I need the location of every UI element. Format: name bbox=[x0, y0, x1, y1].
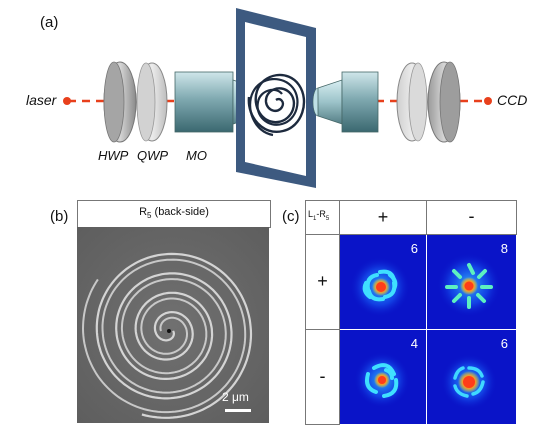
mode-count: 6 bbox=[500, 336, 508, 351]
sem-title-box: R5 (back-side) bbox=[77, 200, 271, 228]
sem-title: R5 (back-side) bbox=[78, 206, 270, 220]
qwp-plate bbox=[136, 62, 168, 142]
row-header-minus-text: - bbox=[319, 366, 326, 386]
mode-image-minus-minus: 6 bbox=[427, 330, 516, 424]
corner-sub2: 5 bbox=[325, 215, 330, 222]
panel-b-label: (b) bbox=[50, 208, 69, 225]
sem-title-main: R bbox=[139, 206, 148, 218]
sem-title-sub: 5 bbox=[147, 211, 152, 221]
ccd-label: CCD bbox=[497, 92, 528, 108]
mode-count: 4 bbox=[410, 336, 418, 351]
mode-count: 6 bbox=[410, 241, 418, 256]
corner-mid: -R bbox=[316, 209, 326, 219]
spiral-sample-frame bbox=[236, 8, 316, 188]
panel-a-label: (a) bbox=[40, 14, 59, 31]
mode-count: 8 bbox=[500, 241, 508, 256]
sem-spiral-groove-2 bbox=[81, 258, 247, 414]
microscope-objective-right bbox=[312, 71, 379, 133]
mode-image-plus-plus: 6 bbox=[340, 235, 426, 329]
row-header-plus: + bbox=[305, 234, 340, 330]
col-header-plus: + bbox=[339, 200, 427, 235]
mode-image-plus-minus: 8 bbox=[427, 235, 516, 329]
row-header-plus-text: + bbox=[317, 271, 328, 291]
analyzer-plate-1 bbox=[396, 62, 428, 142]
mode-image-minus-plus: 4 bbox=[340, 330, 426, 424]
col-header-minus: - bbox=[426, 200, 517, 235]
ccd-dot bbox=[484, 97, 492, 105]
sem-spiral-groove bbox=[95, 252, 253, 419]
mo-label: MO bbox=[186, 148, 207, 163]
row-header-minus: - bbox=[305, 329, 340, 425]
corner-label: L1-R5 bbox=[308, 209, 329, 222]
col-header-minus-text: - bbox=[468, 206, 475, 226]
laser-label: laser bbox=[26, 92, 57, 108]
corner-sub1: 1 bbox=[313, 215, 317, 222]
hwp-plate bbox=[103, 61, 137, 143]
hwp-label: HWP bbox=[98, 148, 129, 163]
sem-center-hole bbox=[167, 329, 171, 333]
analyzer-plate-2 bbox=[427, 61, 461, 143]
sem-image bbox=[77, 227, 269, 423]
scale-bar-label: 2 μm bbox=[222, 390, 249, 404]
sem-title-rest: (back-side) bbox=[151, 206, 209, 218]
grid-corner-cell: L1-R5 bbox=[305, 200, 340, 235]
qwp-label: QWP bbox=[137, 148, 169, 163]
corner-main: L bbox=[308, 209, 314, 219]
scale-bar bbox=[225, 409, 251, 412]
panel-c-label: (c) bbox=[282, 208, 300, 225]
col-header-plus-text: + bbox=[377, 207, 389, 227]
optical-setup-diagram bbox=[63, 8, 492, 188]
laser-source-dot bbox=[63, 97, 71, 105]
